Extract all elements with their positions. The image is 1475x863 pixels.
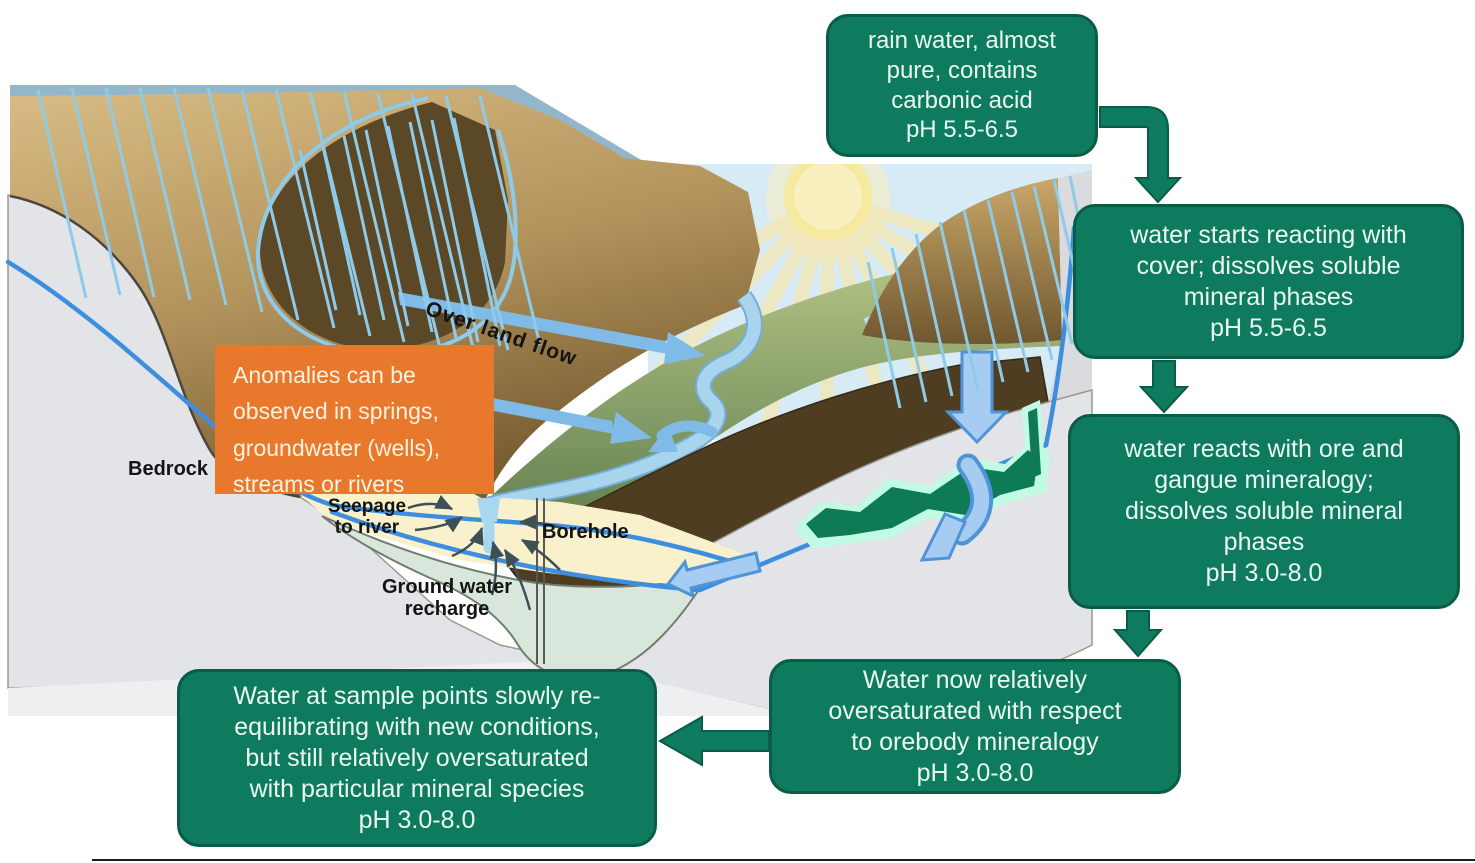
slide-bottom-border bbox=[92, 859, 1475, 861]
connector-rain-to-cover bbox=[1099, 106, 1183, 204]
rain-lines bbox=[36, 87, 1094, 409]
flowbox-cover-reaction: water starts reacting with cover; dissol… bbox=[1073, 204, 1464, 359]
groundwater-recharge-label: Ground water recharge bbox=[381, 576, 512, 620]
flowbox-oversaturated: Water now relatively oversaturated with … bbox=[769, 659, 1181, 794]
connector-cover-to-ore bbox=[1138, 360, 1190, 414]
river-outlet bbox=[477, 498, 500, 554]
flowbox-ore-reaction: water reacts with ore and gangue mineral… bbox=[1068, 414, 1460, 609]
flowbox-sample-points: Water at sample points slowly re- equili… bbox=[177, 669, 657, 847]
flowbox-rain-water-text: rain water, almost pure, contains carbon… bbox=[867, 27, 1057, 144]
curved-flow-arrow bbox=[919, 453, 993, 562]
borehole-shaft bbox=[536, 498, 545, 664]
bedrock-label: Bedrock bbox=[128, 458, 209, 480]
flowbox-ore-reaction-text: water reacts with ore and gangue mineral… bbox=[1124, 435, 1404, 587]
groundwater-left-arrow bbox=[665, 551, 762, 599]
flowbox-rain-water: rain water, almost pure, contains carbon… bbox=[826, 14, 1098, 157]
infiltration-down-arrow bbox=[944, 350, 1010, 445]
connector-oversaturated-to-sample bbox=[657, 715, 770, 767]
groundwater-zone bbox=[321, 515, 702, 680]
seepage-label: Seepage to river bbox=[327, 496, 407, 538]
seepage-arrows bbox=[407, 495, 563, 611]
cover-layer bbox=[300, 486, 760, 585]
flowbox-oversaturated-text: Water now relatively oversaturated with … bbox=[828, 665, 1122, 787]
connector-ore-to-oversaturated bbox=[1112, 610, 1164, 658]
flowbox-cover-reaction-text: water starts reacting with cover; dissol… bbox=[1130, 220, 1407, 342]
flow-connectors bbox=[657, 106, 1190, 767]
flowbox-sample-points-text: Water at sample points slowly re- equili… bbox=[233, 681, 601, 834]
borehole-label: Borehole bbox=[542, 521, 629, 543]
anomalies-annotation: Anomalies can be observed in springs, gr… bbox=[215, 345, 494, 497]
